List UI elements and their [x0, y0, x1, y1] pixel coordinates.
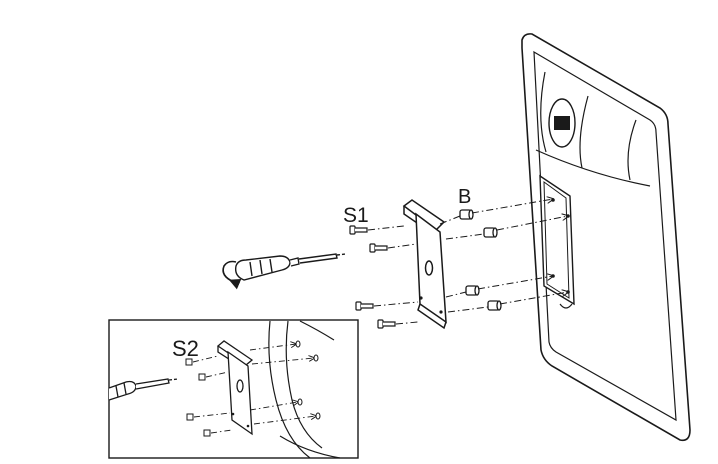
label-s2: S2 — [172, 336, 199, 361]
screwdriver-icon — [234, 253, 347, 281]
mounting-bracket — [402, 199, 447, 330]
spacer-4 — [487, 300, 502, 311]
label-b: B — [458, 186, 471, 208]
screw-1 — [349, 225, 368, 235]
clockwise-arrow-icon — [222, 260, 242, 290]
inset-detail: S2 — [108, 319, 359, 459]
label-s1: S1 — [343, 204, 369, 227]
spacer-2 — [483, 227, 498, 238]
vesa-recess — [539, 174, 575, 306]
screws — [349, 225, 396, 329]
spacer-3 — [465, 285, 480, 296]
monitor-back — [521, 33, 691, 442]
spacers — [459, 209, 502, 311]
inset-screwdriver-icon — [108, 378, 179, 401]
screw-3 — [355, 301, 374, 311]
screw-2 — [369, 243, 388, 253]
screw-4 — [377, 319, 396, 329]
monitor-rear-face — [533, 50, 677, 422]
guide-lines — [367, 199, 568, 325]
spacer-1 — [459, 209, 474, 220]
